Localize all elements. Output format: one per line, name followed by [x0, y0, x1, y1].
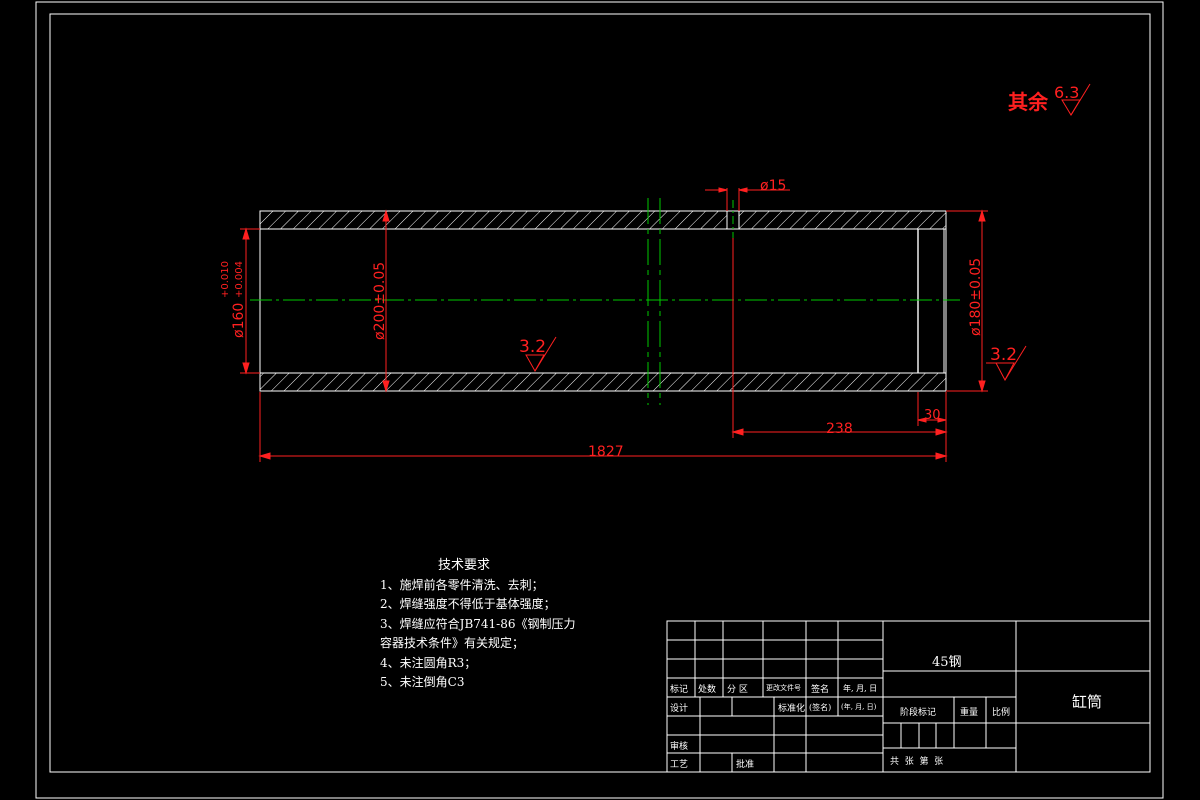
- arrow: [937, 417, 947, 423]
- end-length-text: 30: [924, 408, 941, 423]
- roughness-symbol-general: 6.3 其余: [1008, 83, 1091, 116]
- end-counterbore: [917, 228, 947, 374]
- roughness-triangle: [995, 362, 1015, 382]
- tech-requirements-title: 技术要求: [438, 558, 491, 573]
- hole-position-text: 238: [826, 421, 853, 437]
- tb-change-doc: 更改文件号: [766, 684, 801, 692]
- bottom-wall: [259, 372, 947, 392]
- tb-standardize: 标准化: [778, 704, 806, 714]
- top-wall: [259, 210, 947, 230]
- tb-date-2: (年, 月, 日): [841, 703, 877, 711]
- tb-design: 设计: [670, 704, 689, 714]
- roughness-triangle: [525, 354, 545, 373]
- arrow: [718, 187, 728, 193]
- roughness-tick: [1004, 345, 1027, 381]
- total-length-text: 1827: [588, 444, 624, 460]
- tb-stage-mark: 阶段标记: [900, 708, 937, 718]
- tb-sign-2: (签名): [809, 703, 832, 712]
- tb-date: 年, 月, 日: [843, 684, 878, 693]
- tb-weight: 重量: [960, 708, 979, 718]
- tb-mark: 标记: [670, 685, 689, 695]
- tech-requirement-item: 3、焊缝应符合JB741-86《钢制压力: [380, 616, 576, 631]
- dimensions: [240, 187, 988, 462]
- tb-review: 审核: [670, 742, 689, 752]
- tech-requirement-item: 5、未注倒角C3: [380, 675, 465, 689]
- centerlines: [250, 198, 960, 405]
- arrow: [978, 209, 986, 222]
- outer-dim-text: ø200±0.05: [372, 262, 388, 340]
- tb-scale: 比例: [992, 708, 1011, 718]
- inner-frame: [49, 13, 1151, 773]
- outer-frame: [35, 1, 1164, 799]
- roughness-tick: [534, 336, 557, 372]
- arrow: [917, 417, 927, 423]
- arrow: [382, 380, 390, 393]
- bore-dim-text: ø160: [231, 303, 247, 338]
- part-name: 缸筒: [1072, 693, 1103, 711]
- roughness-inner-value: 3.2: [519, 337, 546, 357]
- tech-requirement-item: 2、焊缝强度不得低于基体强度；: [380, 597, 556, 611]
- arrow: [242, 362, 250, 375]
- material-label: 45钢: [932, 655, 962, 670]
- arrow: [935, 428, 948, 436]
- tb-zone: 分 区: [727, 685, 748, 695]
- bore-tol-lower: +0.004: [234, 261, 245, 298]
- hole-dim-text: ø15: [760, 178, 786, 194]
- roughness-triangle: [1061, 99, 1081, 116]
- tb-process: 工艺: [670, 760, 689, 770]
- tech-requirement-item: 1、施焊前各零件清洗、去刺；: [380, 577, 544, 592]
- cylinder-section: [259, 210, 947, 392]
- roughness-symbol-inner: 3.2: [519, 336, 557, 373]
- arrow: [731, 428, 744, 436]
- technical-requirements: 技术要求 1、施焊前各零件清洗、去刺； 2、焊缝强度不得低于基体强度； 3、焊缝…: [380, 556, 576, 693]
- tb-count: 处数: [698, 685, 717, 695]
- arrow: [738, 187, 748, 193]
- roughness-general-value: 6.3: [1054, 83, 1079, 102]
- tb-sign: 签名: [811, 685, 830, 695]
- arrow: [242, 227, 250, 240]
- arrow: [258, 452, 271, 460]
- arrow: [935, 452, 948, 460]
- arrow: [382, 209, 390, 222]
- end-dim-text: ø180±0.05: [968, 258, 984, 336]
- title-block: [666, 620, 1151, 773]
- arrow: [978, 380, 986, 393]
- tech-requirement-item: 4、未注圆角R3；: [380, 655, 477, 670]
- roughness-symbol-end: 3.2: [986, 345, 1027, 382]
- tb-sheets: 共 张 第 张: [890, 757, 944, 767]
- bore-tol-upper: +0.010: [220, 261, 231, 298]
- tech-requirement-item: 容器技术条件》有关规定；: [380, 636, 525, 650]
- roughness-tick: [1070, 83, 1091, 116]
- roughness-general-label: 其余: [1008, 90, 1049, 114]
- tb-approve: 批准: [736, 760, 755, 770]
- roughness-end-value: 3.2: [990, 345, 1017, 365]
